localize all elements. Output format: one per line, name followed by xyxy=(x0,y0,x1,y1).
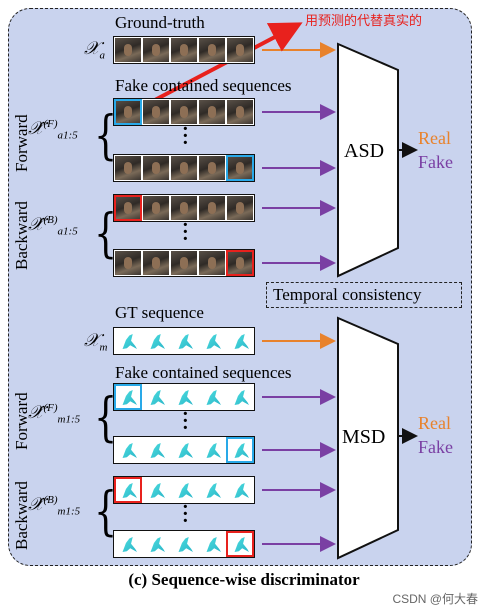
motion-frame-fake xyxy=(114,477,142,503)
video-frame xyxy=(226,195,254,221)
motion-frame xyxy=(142,384,170,410)
gt-sequence-label: GT sequence xyxy=(115,303,204,322)
video-frame-fake xyxy=(226,155,254,181)
forward-motion-strip-1 xyxy=(113,383,255,411)
gt-motion-strip xyxy=(113,327,255,355)
math-xm-backward: 𝒳̂(B)m1:5 xyxy=(28,494,81,518)
forward-top-label: Forward xyxy=(12,114,31,172)
asd-trapezoid xyxy=(337,42,399,278)
forward-bottom-label: Forward xyxy=(12,392,31,450)
video-frame xyxy=(114,155,142,181)
brace-forward-top: { xyxy=(93,106,118,166)
video-frame xyxy=(142,155,170,181)
motion-frame-fake xyxy=(226,437,254,463)
fake-sequences-top-label: Fake contained sequences xyxy=(115,76,292,95)
motion-frame-fake xyxy=(226,531,254,557)
video-frame xyxy=(114,250,142,276)
motion-frame xyxy=(198,531,226,557)
backward-video-strip-5 xyxy=(113,249,255,277)
motion-frame xyxy=(170,531,198,557)
backward-bottom-label: Backward xyxy=(12,481,31,550)
annotation-text: 用预测的代替真实的 xyxy=(305,13,423,28)
video-frame xyxy=(198,250,226,276)
video-frame xyxy=(198,99,226,125)
motion-frame xyxy=(226,477,254,503)
video-frame xyxy=(142,99,170,125)
video-frame xyxy=(198,37,226,63)
figure-caption: (c) Sequence-wise discriminator xyxy=(128,570,360,589)
video-frame xyxy=(198,155,226,181)
video-frame xyxy=(142,250,170,276)
msd-fake-label: Fake xyxy=(418,437,453,457)
asd-label: ASD xyxy=(344,140,385,162)
backward-motion-strip-1 xyxy=(113,476,255,504)
video-frame xyxy=(142,195,170,221)
motion-frame xyxy=(114,437,142,463)
motion-frame xyxy=(198,477,226,503)
temporal-consistency-box: Temporal consistency xyxy=(266,282,462,308)
ellipsis-vertical: ··· xyxy=(182,496,189,532)
backward-top-label: Backward xyxy=(12,201,31,270)
fake-sequences-bottom-label: Fake contained sequences xyxy=(115,363,292,382)
video-frame-fake xyxy=(226,250,254,276)
motion-frame xyxy=(142,477,170,503)
gt-video-strip xyxy=(113,36,255,64)
ellipsis-vertical: ··· xyxy=(182,214,189,250)
math-xm: 𝒳m xyxy=(84,330,108,354)
forward-video-strip-1 xyxy=(113,98,255,126)
video-frame xyxy=(170,99,198,125)
video-frame xyxy=(170,195,198,221)
motion-frame xyxy=(198,437,226,463)
msd-trapezoid xyxy=(337,316,399,560)
asd-fake-label: Fake xyxy=(418,152,453,172)
video-frame xyxy=(226,99,254,125)
video-frame xyxy=(142,37,170,63)
brace-backward-bottom: { xyxy=(93,482,118,542)
math-xa: 𝒳a xyxy=(84,38,105,62)
motion-frame-fake xyxy=(114,384,142,410)
motion-frame xyxy=(198,384,226,410)
asd-real-label: Real xyxy=(418,128,451,148)
motion-frame xyxy=(114,328,142,354)
math-xa-backward: 𝒳̂(B)a1:5 xyxy=(28,214,78,238)
video-frame xyxy=(226,37,254,63)
video-frame-fake xyxy=(114,195,142,221)
motion-frame xyxy=(170,384,198,410)
video-frame xyxy=(170,250,198,276)
motion-frame xyxy=(226,328,254,354)
ground-truth-label: Ground-truth xyxy=(115,13,205,32)
video-frame xyxy=(170,155,198,181)
motion-frame xyxy=(142,437,170,463)
video-frame-fake xyxy=(114,99,142,125)
backward-video-strip-1 xyxy=(113,194,255,222)
forward-video-strip-5 xyxy=(113,154,255,182)
msd-real-label: Real xyxy=(418,413,451,433)
ellipsis-vertical: ··· xyxy=(182,403,189,439)
motion-frame xyxy=(226,384,254,410)
backward-motion-strip-5 xyxy=(113,530,255,558)
motion-frame xyxy=(170,477,198,503)
math-xm-forward: 𝒳̂(F)m1:5 xyxy=(28,402,81,426)
msd-label: MSD xyxy=(342,426,386,448)
video-frame xyxy=(198,195,226,221)
brace-forward-bottom: { xyxy=(93,388,118,448)
forward-motion-strip-5 xyxy=(113,436,255,464)
motion-frame xyxy=(198,328,226,354)
ellipsis-vertical: ··· xyxy=(182,118,189,154)
motion-frame xyxy=(142,531,170,557)
motion-frame xyxy=(142,328,170,354)
brace-backward-top: { xyxy=(93,204,118,264)
video-frame xyxy=(170,37,198,63)
motion-frame xyxy=(170,328,198,354)
motion-frame xyxy=(114,531,142,557)
motion-frame xyxy=(170,437,198,463)
watermark: CSDN @何大春 xyxy=(392,592,478,606)
video-frame xyxy=(114,37,142,63)
math-xa-forward: 𝒳̂(F)a1:5 xyxy=(28,118,78,142)
